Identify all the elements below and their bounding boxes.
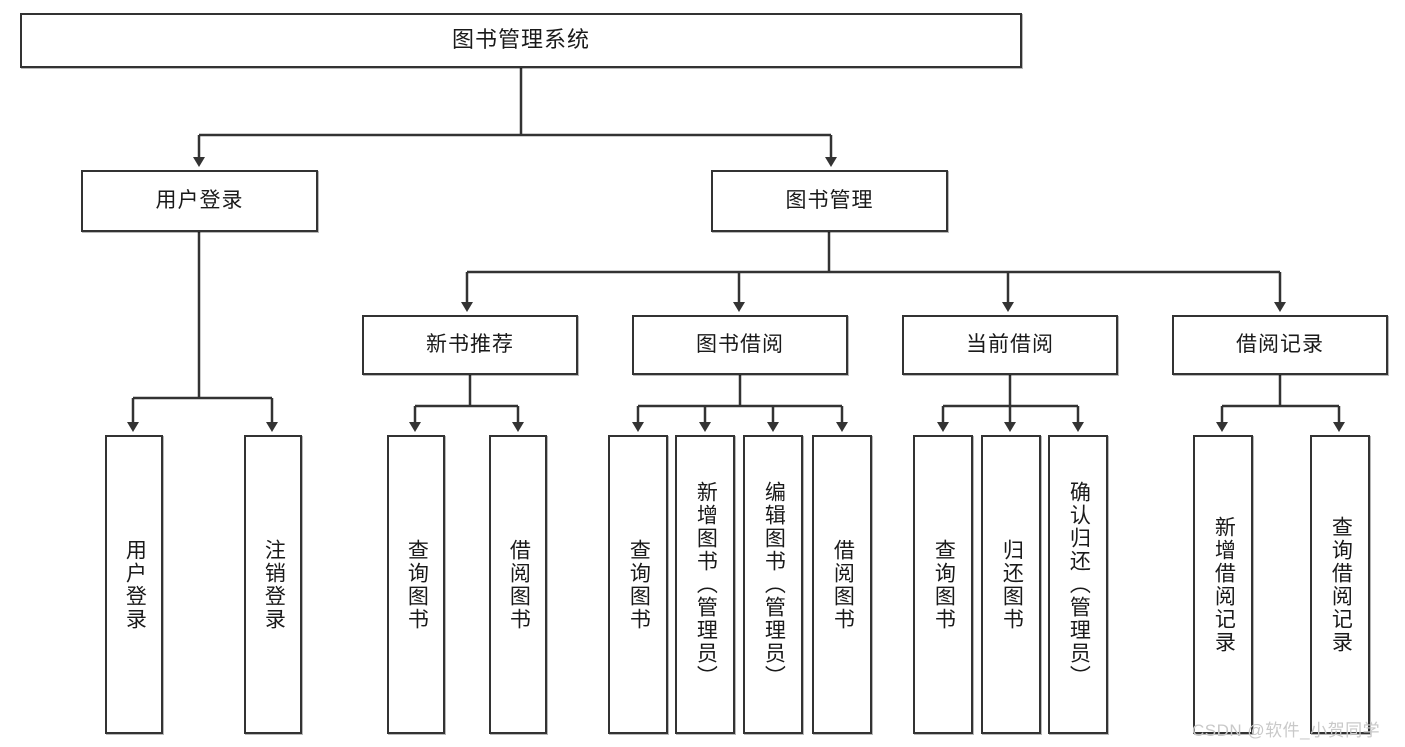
node-leaf-query-book-3-label: 查询图书 bbox=[932, 538, 956, 631]
node-new-book-rec-label: 新书推荐 bbox=[426, 333, 514, 357]
node-leaf-query-record[interactable]: 查询借阅记录 bbox=[1310, 435, 1370, 734]
node-leaf-borrow-book-2[interactable]: 借阅图书 bbox=[812, 435, 872, 734]
node-leaf-edit-book[interactable]: 编辑图书（管理员） bbox=[743, 435, 803, 734]
node-leaf-user-login-label: 用户登录 bbox=[123, 538, 147, 631]
node-leaf-borrow-book-2-label: 借阅图书 bbox=[831, 538, 855, 631]
node-book-manage-label: 图书管理 bbox=[785, 189, 874, 213]
node-leaf-user-logout[interactable]: 注销登录 bbox=[244, 435, 302, 734]
node-leaf-query-book-3[interactable]: 查询图书 bbox=[913, 435, 973, 734]
node-user-login[interactable]: 用户登录 bbox=[81, 170, 318, 232]
node-book-manage[interactable]: 图书管理 bbox=[711, 170, 948, 232]
node-leaf-user-logout-label: 注销登录 bbox=[262, 538, 286, 631]
node-leaf-user-login[interactable]: 用户登录 bbox=[105, 435, 163, 734]
node-current-borrow-label: 当前借阅 bbox=[966, 333, 1054, 357]
node-leaf-borrow-book-1[interactable]: 借阅图书 bbox=[489, 435, 547, 734]
node-leaf-return-book-label: 归还图书 bbox=[1000, 538, 1024, 631]
node-current-borrow[interactable]: 当前借阅 bbox=[902, 315, 1118, 375]
node-leaf-query-book-1[interactable]: 查询图书 bbox=[387, 435, 445, 734]
node-borrow-record-label: 借阅记录 bbox=[1236, 333, 1324, 357]
node-root[interactable]: 图书管理系统 bbox=[20, 13, 1022, 68]
node-user-login-label: 用户登录 bbox=[155, 189, 244, 213]
node-leaf-query-book-2-label: 查询图书 bbox=[627, 538, 651, 631]
node-new-book-rec[interactable]: 新书推荐 bbox=[362, 315, 578, 375]
node-root-label: 图书管理系统 bbox=[451, 27, 590, 53]
node-leaf-add-record-label: 新增借阅记录 bbox=[1212, 515, 1236, 654]
node-leaf-edit-book-label: 编辑图书（管理员） bbox=[762, 481, 786, 688]
node-book-borrow-label: 图书借阅 bbox=[696, 333, 784, 357]
node-leaf-query-book-1-label: 查询图书 bbox=[405, 538, 429, 631]
node-leaf-add-book[interactable]: 新增图书（管理员） bbox=[675, 435, 735, 734]
node-borrow-record[interactable]: 借阅记录 bbox=[1172, 315, 1388, 375]
node-leaf-add-book-label: 新增图书（管理员） bbox=[694, 481, 718, 688]
node-leaf-return-book[interactable]: 归还图书 bbox=[981, 435, 1041, 734]
watermark: CSDN @软件_小贺同学 bbox=[1192, 721, 1381, 740]
node-leaf-query-book-2[interactable]: 查询图书 bbox=[608, 435, 668, 734]
node-leaf-confirm-return-label: 确认归还（管理员） bbox=[1067, 481, 1091, 688]
node-book-borrow[interactable]: 图书借阅 bbox=[632, 315, 848, 375]
node-leaf-add-record[interactable]: 新增借阅记录 bbox=[1193, 435, 1253, 734]
node-leaf-query-record-label: 查询借阅记录 bbox=[1329, 515, 1353, 654]
node-leaf-confirm-return[interactable]: 确认归还（管理员） bbox=[1048, 435, 1108, 734]
node-leaf-borrow-book-1-label: 借阅图书 bbox=[507, 538, 531, 631]
